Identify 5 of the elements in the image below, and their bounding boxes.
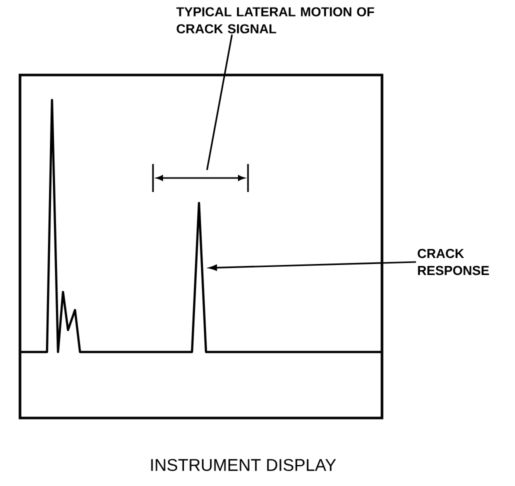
arrow — [209, 261, 416, 271]
leader-line — [206, 34, 233, 170]
caption: INSTRUMENT DISPLAY — [151, 458, 336, 472]
label-text: TYPICAL LATERAL MOTION OF CRACK SIGNAL — [176, 7, 374, 34]
label-text: CRACK RESPONSE — [418, 248, 489, 276]
